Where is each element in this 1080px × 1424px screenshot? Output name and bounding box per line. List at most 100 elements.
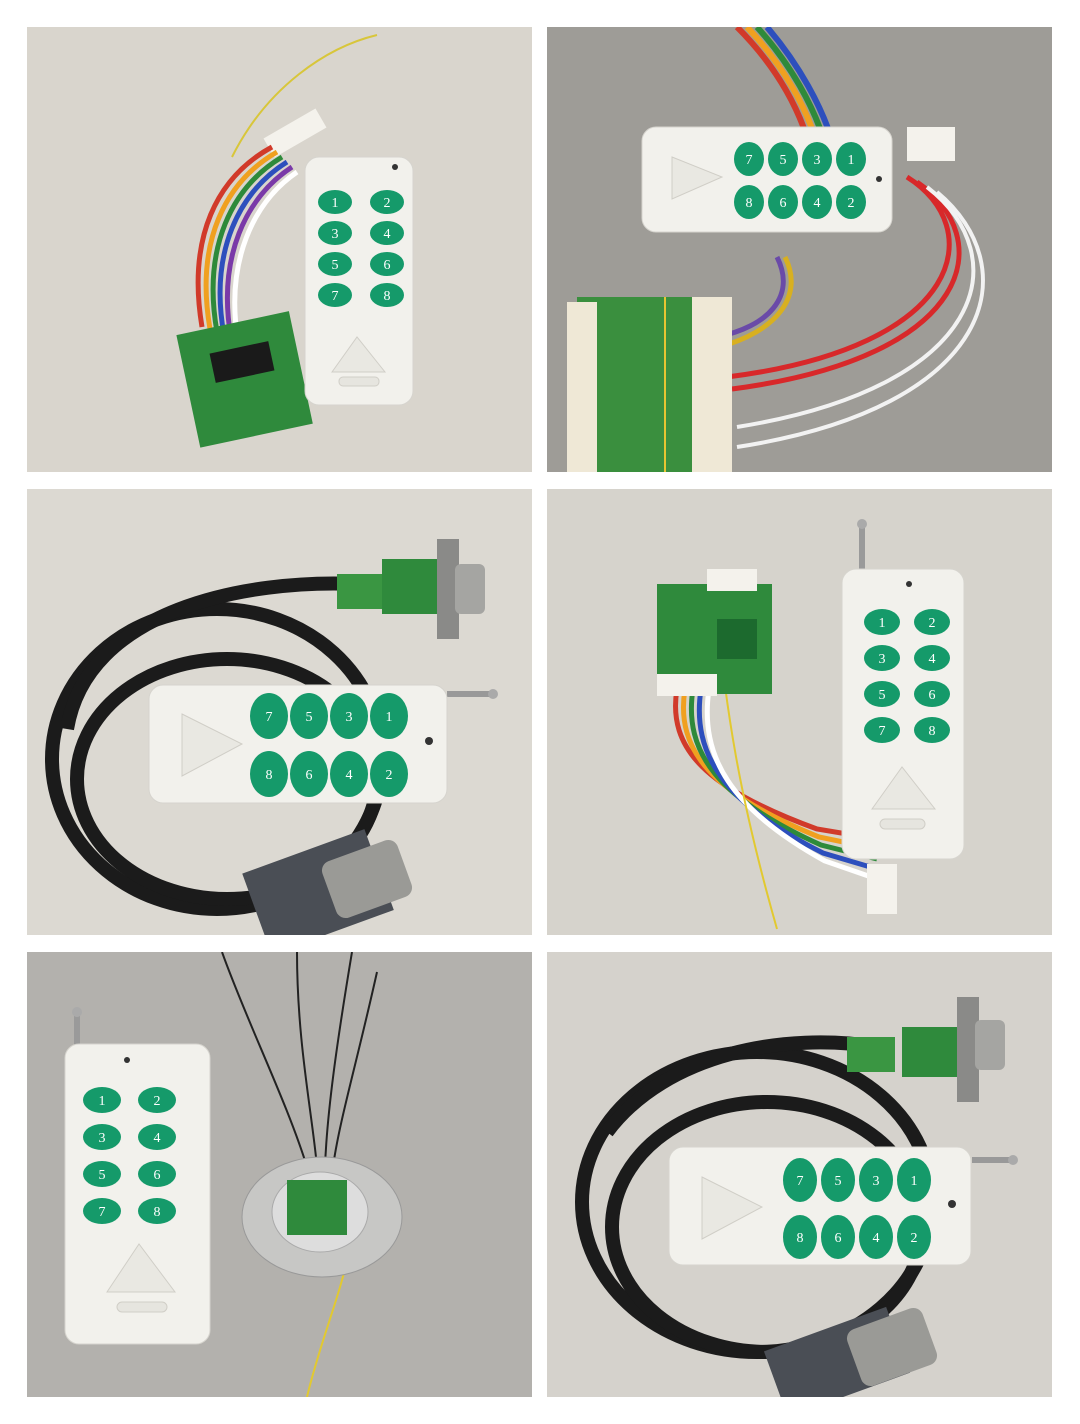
remote-key-label: 1 (879, 616, 886, 631)
remote-key-label: 7 (266, 710, 273, 725)
remote-key (138, 1198, 176, 1224)
remote-key (370, 190, 404, 214)
remote-key-label: 1 (911, 1174, 918, 1189)
remote-key-label: 2 (384, 196, 391, 211)
remote-key (318, 221, 352, 245)
remote-key-label: 2 (154, 1094, 161, 1109)
remote-key (83, 1198, 121, 1224)
remote-key (859, 1158, 893, 1202)
remote-key (330, 751, 368, 797)
remote-key (897, 1215, 931, 1259)
remote-key-label: 3 (332, 227, 339, 242)
remote-key (768, 142, 798, 176)
remote-key (83, 1124, 121, 1150)
remote-key-label: 3 (346, 710, 353, 725)
remote-key (864, 681, 900, 707)
remote-key (802, 185, 832, 219)
remote-key (783, 1215, 817, 1259)
remote-key (914, 645, 950, 671)
remote-key (83, 1087, 121, 1113)
remote-key (250, 751, 288, 797)
remote-key (864, 645, 900, 671)
remote-key-label: 4 (929, 652, 936, 667)
remote-key-label: 5 (835, 1174, 842, 1189)
remote-key (897, 1158, 931, 1202)
remote-key-label: 2 (911, 1231, 918, 1246)
remote-key-label: 8 (797, 1231, 804, 1246)
remote-key (138, 1087, 176, 1113)
remote-key-label: 7 (99, 1205, 106, 1220)
photo-3: 7 5 3 1 8 6 4 2 (27, 489, 532, 935)
remote-key-label: 3 (99, 1131, 106, 1146)
remote-key-label: 2 (386, 768, 393, 783)
remote-key (914, 609, 950, 635)
remote-key-label: 1 (386, 710, 393, 725)
remote-key (318, 283, 352, 307)
remote-key-label: 4 (154, 1131, 161, 1146)
photo-3-image: 7 5 3 1 8 6 4 2 (27, 489, 532, 935)
remote-key-label: 3 (873, 1174, 880, 1189)
remote-key-label: 4 (384, 227, 391, 242)
remote-key (821, 1215, 855, 1259)
remote-key (864, 609, 900, 635)
remote-key-label: 3 (814, 153, 821, 168)
remote-key-label: 7 (746, 153, 753, 168)
remote-key (821, 1158, 855, 1202)
remote-key-label: 3 (879, 652, 886, 667)
remote-key (250, 693, 288, 739)
remote-key (318, 252, 352, 276)
remote-key-label: 8 (929, 724, 936, 739)
remote-key-label: 8 (266, 768, 273, 783)
remote-key-label: 8 (154, 1205, 161, 1220)
remote-key-label: 6 (154, 1168, 161, 1183)
remote-key-label: 2 (848, 196, 855, 211)
remote-key-label: 2 (929, 616, 936, 631)
remote-key-label: 4 (346, 768, 353, 783)
remote-key-label: 5 (306, 710, 313, 725)
remote-key (864, 717, 900, 743)
remote-key-label: 7 (332, 289, 339, 304)
remote-key (370, 283, 404, 307)
remote-key (836, 185, 866, 219)
remote-key (83, 1161, 121, 1187)
remote-key (734, 142, 764, 176)
remote-key (330, 693, 368, 739)
remote-key (370, 221, 404, 245)
remote-key (290, 751, 328, 797)
remote-key-label: 5 (879, 688, 886, 703)
remote-key-label: 6 (835, 1231, 842, 1246)
remote-key (859, 1215, 893, 1259)
remote-key-label: 1 (332, 196, 339, 211)
remote-key-label: 4 (814, 196, 821, 211)
remote-key (836, 142, 866, 176)
remote-key (783, 1158, 817, 1202)
remote-key-label: 6 (306, 768, 313, 783)
remote-key-label: 1 (848, 153, 855, 168)
remote-key (914, 717, 950, 743)
remote-key-label: 8 (746, 196, 753, 211)
remote-key (802, 142, 832, 176)
remote-key (290, 693, 328, 739)
remote-key (318, 190, 352, 214)
remote-key (768, 185, 798, 219)
remote-key (138, 1124, 176, 1150)
remote-key (370, 751, 408, 797)
remote-key-label: 5 (780, 153, 787, 168)
remote-key (138, 1161, 176, 1187)
remote-key-label: 8 (384, 289, 391, 304)
remote-key-label: 5 (99, 1168, 106, 1183)
remote-key-label: 7 (879, 724, 886, 739)
remote-key-label: 6 (384, 258, 391, 273)
remote-key-label: 6 (929, 688, 936, 703)
remote-key (370, 252, 404, 276)
remote-key (734, 185, 764, 219)
remote-key-label: 7 (797, 1174, 804, 1189)
